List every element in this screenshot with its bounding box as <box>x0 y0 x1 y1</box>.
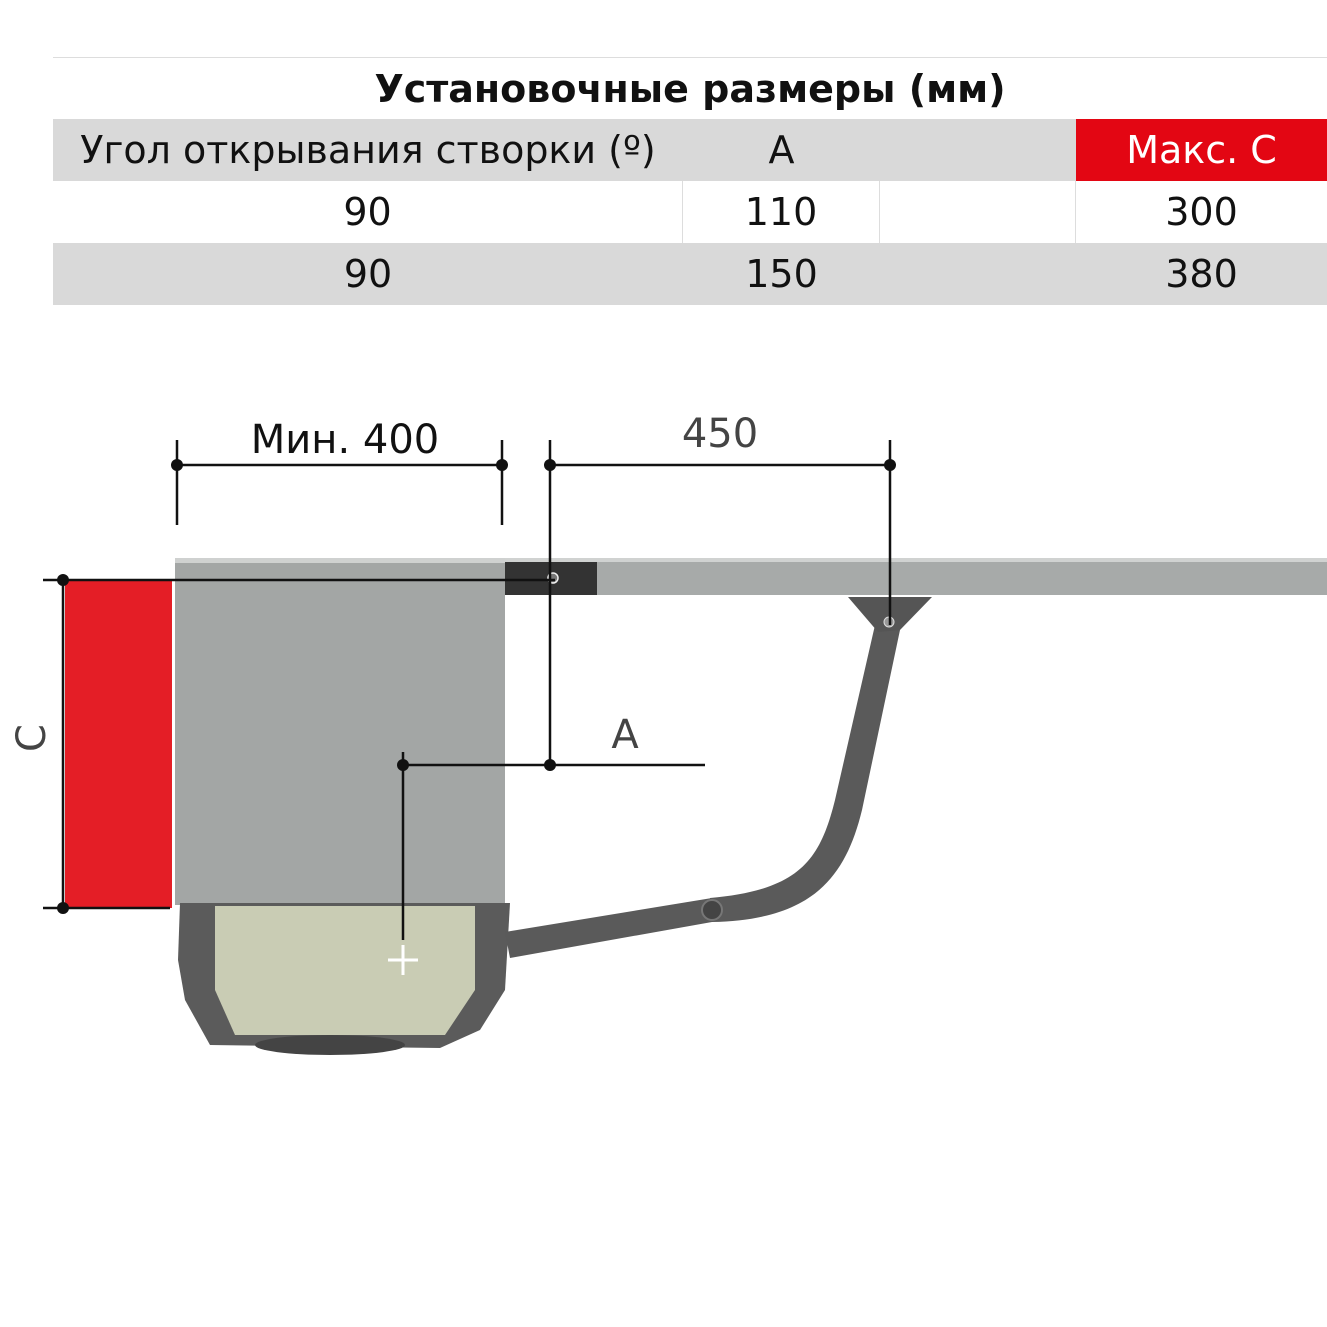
cell-max-c: 380 <box>1165 252 1238 296</box>
cell-angle: 90 <box>343 252 393 296</box>
arm-lower <box>505 898 712 958</box>
cell-a: 110 <box>683 181 880 243</box>
motor-cover <box>215 906 475 1035</box>
dimension-dots <box>57 459 896 914</box>
cell-angle: 90 <box>53 181 683 243</box>
arm-upper <box>710 625 900 922</box>
pillar <box>175 560 505 905</box>
header-angle: Угол открывания створки (º) <box>80 128 656 172</box>
motor-base <box>255 1035 405 1055</box>
gate-leaf-edge <box>505 558 1327 562</box>
gate-leaf <box>505 560 1327 595</box>
min-400-label: Мин. 400 <box>251 417 439 463</box>
a-label: A <box>611 712 639 758</box>
cell-max-c: 300 <box>1165 190 1238 234</box>
c-label: C <box>9 724 55 752</box>
header-a: A <box>768 128 795 172</box>
c-zone <box>65 580 172 908</box>
arm-joint <box>701 899 723 921</box>
table-row: 90 150 380 <box>53 243 1327 305</box>
table-row: 90 110 300 <box>53 181 1327 243</box>
table-header-row: Угол открывания створки (º) A Макс. C <box>53 119 1327 181</box>
cell-a: 150 <box>745 252 818 296</box>
table-title-row: Установочные размеры (мм) <box>53 57 1327 119</box>
cell-empty <box>880 181 1076 243</box>
header-max-c: Макс. C <box>1076 119 1327 181</box>
motor-axis-cross <box>388 945 418 975</box>
arm-450-label: 450 <box>682 411 758 457</box>
pillar-top <box>175 558 505 563</box>
table-title: Установочные размеры (мм) <box>53 57 1327 119</box>
